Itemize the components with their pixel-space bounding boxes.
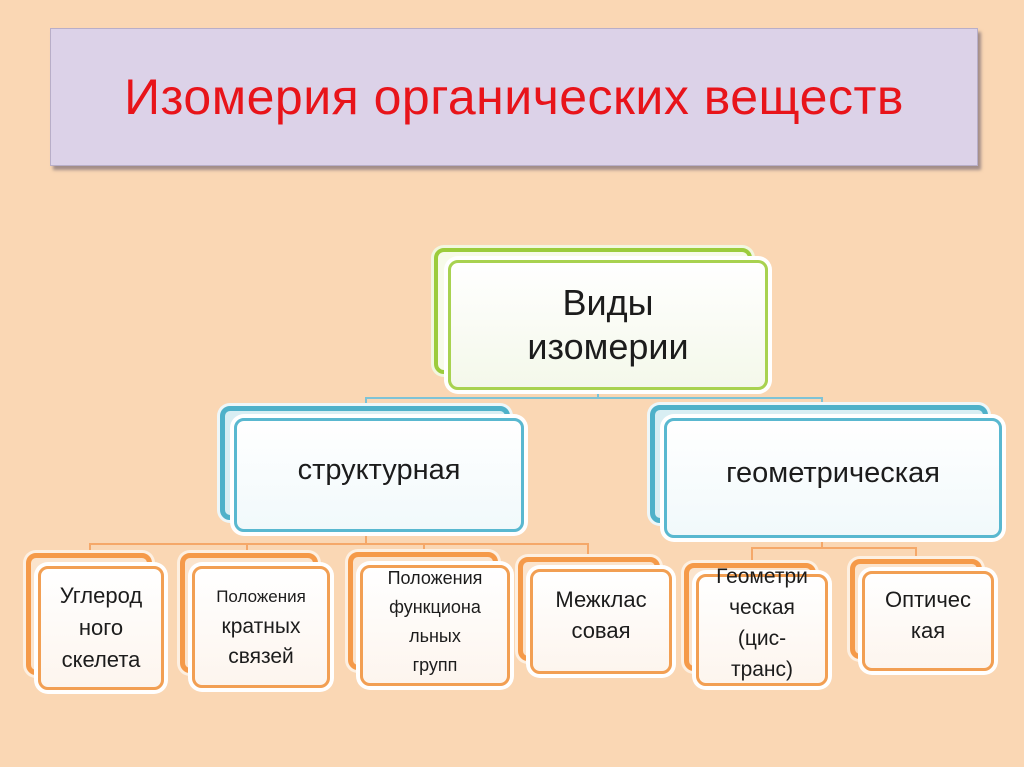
leaf-cis-trans-line-4: транс) bbox=[730, 658, 794, 681]
root-node-box: Виды изомерии bbox=[448, 260, 768, 390]
leaf-functional-groups-line-4: групп bbox=[412, 654, 458, 675]
leaf-multiple-bonds: Положения кратных связей bbox=[180, 553, 330, 688]
leaf-cis-trans-line-3: (цис- bbox=[737, 627, 787, 650]
connector-root-geometric bbox=[597, 392, 823, 409]
title-banner: Изомерия органических веществ bbox=[50, 28, 978, 166]
geometric-isomerism-node: геометрическая bbox=[650, 405, 1002, 538]
leaf-cis-trans-line-2: ческая bbox=[729, 596, 795, 619]
leaf-carbon-skeleton: Углерод ного скелета bbox=[26, 553, 164, 690]
connector-geom-leaf6 bbox=[821, 536, 917, 563]
structural-isomerism-node: структурная bbox=[220, 406, 524, 532]
leaf-functional-groups-box: Положения функциона льных групп bbox=[360, 565, 510, 686]
leaf-interclass-box: Межклас совая bbox=[530, 569, 672, 674]
leaf-multiple-bonds-box: Положения кратных связей bbox=[192, 566, 330, 688]
structural-node-label: структурная bbox=[297, 453, 461, 486]
page-title: Изомерия органических веществ bbox=[124, 69, 904, 125]
leaf-carbon-skeleton-line-2: ного bbox=[78, 615, 124, 640]
leaf-functional-groups: Положения функциона льных групп bbox=[348, 552, 510, 686]
leaf-optical-box: Оптичес кая bbox=[862, 571, 994, 671]
root-node-line-1: Виды bbox=[562, 282, 654, 323]
leaf-carbon-skeleton-line-3: скелета bbox=[61, 647, 141, 672]
leaf-functional-groups-line-3: льных bbox=[409, 625, 461, 646]
leaf-optical-line-2: кая bbox=[910, 618, 946, 643]
leaf-functional-groups-line-2: функциона bbox=[389, 596, 481, 617]
leaf-cis-trans: Геометри ческая (цис- транс) bbox=[684, 563, 828, 686]
leaf-carbon-skeleton-line-1: Углерод bbox=[59, 583, 143, 608]
leaf-optical-line-1: Оптичес bbox=[884, 587, 972, 612]
leaf-multiple-bonds-line-2: кратных bbox=[221, 615, 301, 638]
leaf-interclass-line-1: Межклас bbox=[555, 586, 647, 612]
structural-node-box: структурная bbox=[234, 418, 524, 532]
structural-connectors bbox=[89, 530, 589, 561]
leaf-multiple-bonds-line-3: связей bbox=[228, 645, 294, 668]
leaf-interclass: Межклас совая bbox=[518, 557, 672, 674]
leaf-optical: Оптичес кая bbox=[850, 559, 994, 671]
leaf-cis-trans-box: Геометри ческая (цис- транс) bbox=[696, 565, 828, 686]
root-node-isomerism-types: Виды изомерии bbox=[434, 248, 768, 390]
root-connectors bbox=[365, 388, 823, 411]
leaf-cis-trans-line-1: Геометри bbox=[716, 565, 808, 588]
leaf-carbon-skeleton-box: Углерод ного скелета bbox=[38, 566, 164, 690]
leaf-multiple-bonds-line-1: Положения bbox=[216, 587, 306, 606]
geometric-node-label: геометрическая bbox=[726, 456, 940, 489]
leaf-interclass-line-2: совая bbox=[571, 617, 631, 643]
leaf-functional-groups-line-1: Положения bbox=[387, 567, 483, 588]
geometric-connectors bbox=[751, 536, 917, 566]
root-node-line-2: изомерии bbox=[527, 326, 689, 367]
connector-struct-leaf4 bbox=[365, 530, 589, 561]
geometric-node-box: геометрическая bbox=[664, 418, 1002, 538]
